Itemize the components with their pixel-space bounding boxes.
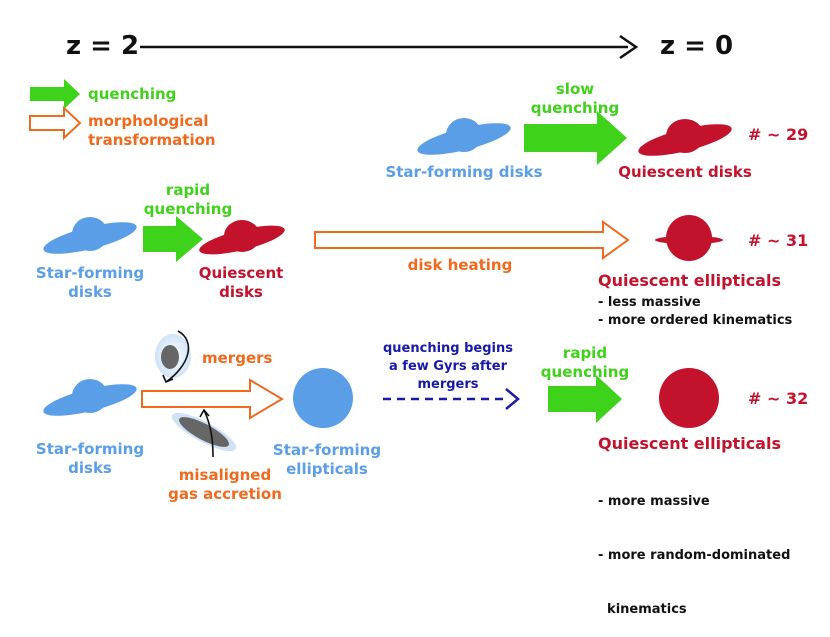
merger-galaxy-pair	[155, 330, 191, 384]
row3-mergers-arrow	[141, 378, 284, 420]
row1-slow-quenching-arrow	[524, 111, 627, 165]
row1-count: # ~ 29	[748, 125, 809, 144]
row3-result-label: Quiescent ellipticals	[598, 434, 781, 453]
legend-morph-label: morphological transformation	[88, 112, 216, 149]
row1-quiescent-disk-galaxy	[638, 119, 732, 156]
row2-quiescent-disk-galaxy	[199, 220, 285, 255]
row1-process-label: slow quenching	[530, 80, 620, 117]
row1-result-label: Quiescent disks	[618, 163, 752, 181]
timeline-start-label: z = 2	[66, 31, 140, 61]
row2-process-label: rapid quenching	[143, 181, 233, 218]
row3-mergers-label: mergers	[202, 349, 273, 367]
row2-count: # ~ 31	[748, 231, 809, 250]
row3-count: # ~ 32	[748, 389, 809, 408]
row2-rapid-quenching-arrow	[143, 216, 203, 262]
row3-star-forming-elliptical-galaxy	[293, 368, 353, 428]
row2-source-label: Star-forming disks	[35, 264, 145, 301]
row2-notes: - less massive - more ordered kinematics	[598, 295, 793, 328]
legend-quenching-arrow	[30, 79, 80, 109]
row2-transform-label: disk heating	[407, 256, 513, 274]
row3-mid-label: Star-forming ellipticals	[272, 441, 382, 478]
row3-source-label: Star-forming disks	[35, 440, 145, 477]
row2-star-forming-disk-galaxy	[43, 217, 137, 254]
row3-rapid-quenching-arrow	[548, 375, 622, 423]
row3-process-label: rapid quenching	[540, 344, 630, 381]
legend-morph-arrow	[29, 105, 82, 141]
timeline-end-label: z = 0	[660, 31, 734, 61]
row1-star-forming-disk-galaxy	[417, 118, 511, 155]
row2-disk-heating-arrow	[314, 220, 630, 260]
row2-quiescent-elliptical-galaxy	[655, 215, 723, 261]
diagram-graphics	[29, 34, 732, 458]
row3-quiescent-elliptical-galaxy	[659, 368, 719, 428]
row3-notes: - more massive - more random-dominated k…	[598, 494, 791, 617]
gas-accretion-galaxy	[171, 408, 237, 458]
legend-quenching-label: quenching	[88, 85, 177, 103]
row3-accretion-label: misaligned gas accretion	[168, 466, 282, 503]
row2-mid-label: Quiescent disks	[198, 264, 284, 301]
timeline-arrow	[140, 34, 639, 60]
row3-delay-label: quenching begins a few Gyrs after merger…	[382, 341, 513, 392]
row3-delay-dashed-arrow	[383, 388, 520, 410]
row3-star-forming-disk-galaxy	[43, 379, 137, 416]
row2-result-label: Quiescent ellipticals	[598, 271, 781, 290]
row1-source-label: Star-forming disks	[385, 163, 543, 181]
